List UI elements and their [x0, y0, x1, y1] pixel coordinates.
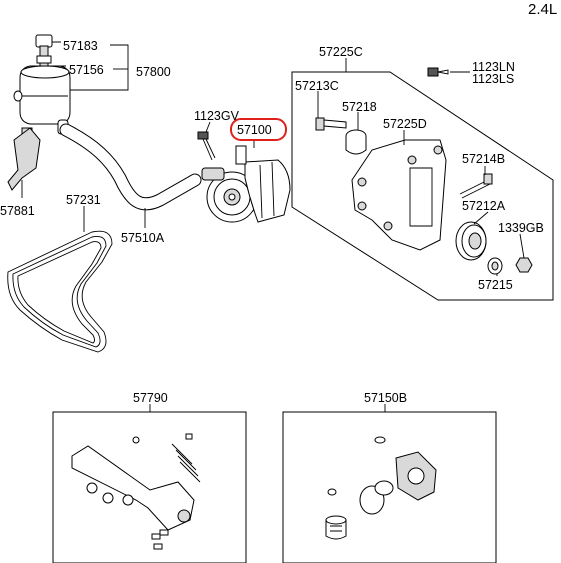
label-57800: 57800	[136, 65, 171, 79]
bracket-57225d	[351, 139, 447, 251]
reservoir-bracket	[7, 127, 41, 191]
label-57225d: 57225D	[383, 117, 427, 131]
stud-57214b	[459, 173, 493, 199]
label-1339gb: 1339GB	[498, 221, 544, 235]
label-57218: 57218	[342, 100, 377, 114]
label-57212a: 57212A	[462, 199, 506, 213]
label-57183: 57183	[63, 39, 98, 53]
nut-1339gb	[515, 257, 533, 273]
label-57100: 57100	[237, 123, 272, 137]
label-57213c: 57213C	[295, 79, 339, 93]
label-57510a: 57510A	[121, 231, 165, 245]
label-57156: 57156	[69, 63, 104, 77]
bolt-1123gv	[197, 131, 216, 161]
bolt-1123ln	[427, 67, 449, 77]
collar-57218	[345, 129, 367, 155]
drive-belt	[7, 230, 113, 353]
label-57214b: 57214B	[462, 152, 505, 166]
bracket-kit-box	[291, 71, 554, 301]
label-1123gv: 1123GV	[194, 109, 240, 123]
label-57150b: 57150B	[364, 391, 407, 405]
seal-kit-box-57790	[52, 411, 247, 563]
label-57231: 57231	[66, 193, 101, 207]
hose-fill	[60, 124, 201, 210]
label-57881: 57881	[0, 204, 35, 218]
seal-kit-box-57150b	[282, 411, 497, 563]
leader-lines	[21, 41, 525, 412]
label-57225c: 57225C	[319, 45, 363, 59]
reservoir-assembly	[13, 34, 71, 138]
label-57790: 57790	[133, 391, 168, 405]
power-steering-pump	[201, 145, 291, 223]
engine-label: 2.4L	[528, 1, 557, 18]
idler-pulley-57212a	[455, 221, 487, 261]
label-57215: 57215	[478, 278, 513, 292]
pump-shaft-assembly	[71, 445, 195, 531]
label-1123ln: 1123LN	[472, 60, 515, 74]
bolt-57213c	[315, 117, 347, 131]
label-1123ls: 1123LS	[472, 72, 514, 86]
highlight-57100	[230, 118, 287, 141]
